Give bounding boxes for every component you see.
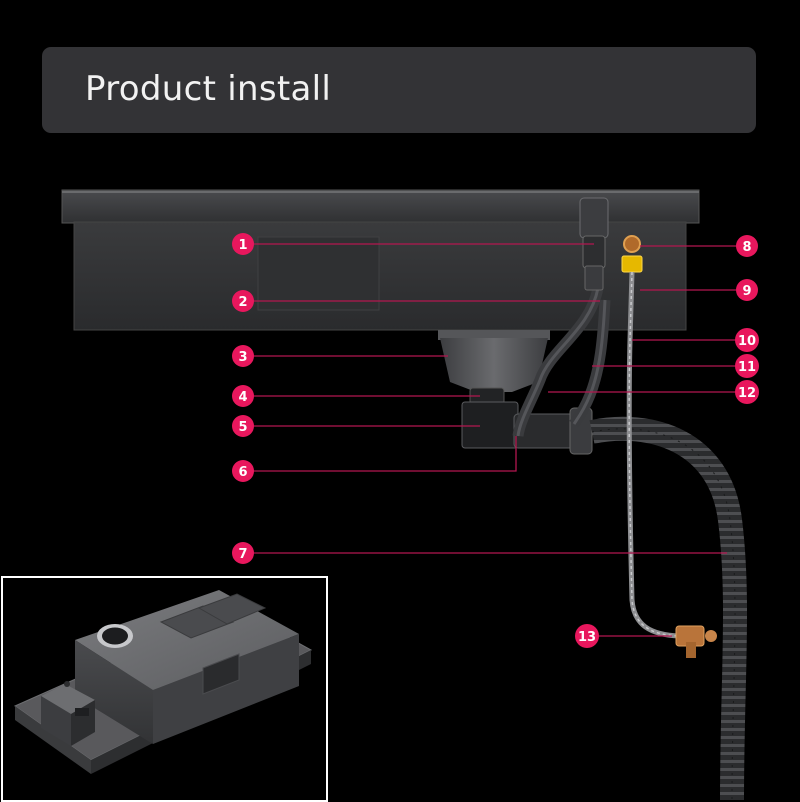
svg-text:4: 4 [238, 390, 247, 405]
callout-1: 1 [232, 233, 254, 255]
svg-text:2: 2 [238, 295, 247, 310]
svg-text:6: 6 [238, 465, 247, 480]
title-banner: Product install [42, 47, 756, 133]
corrugated-drain-hose [589, 416, 748, 800]
overflow-fitting [579, 197, 609, 239]
callout-3: 3 [232, 345, 254, 367]
inlet-nut [623, 235, 641, 253]
callout-6: 6 [232, 460, 254, 482]
callout-7: 7 [232, 542, 254, 564]
callout-12: 12 [735, 380, 759, 404]
sink-3d-render [13, 590, 313, 774]
svg-text:5: 5 [238, 420, 247, 435]
page-title: Product install [85, 69, 332, 109]
product-inset [1, 576, 328, 802]
drain-tee [461, 401, 519, 449]
callout-11: 11 [735, 354, 759, 378]
callout-2: 2 [232, 290, 254, 312]
leader-lines [253, 243, 737, 637]
callout-8: 8 [736, 235, 758, 257]
inlet-adapter [621, 255, 643, 273]
svg-text:13: 13 [578, 630, 596, 645]
svg-text:10: 10 [738, 334, 756, 349]
callout-5: 5 [232, 415, 254, 437]
callout-9: 9 [736, 279, 758, 301]
svg-text:11: 11 [738, 360, 756, 375]
svg-text:3: 3 [238, 350, 247, 365]
svg-text:1: 1 [238, 238, 247, 253]
svg-text:7: 7 [238, 547, 247, 562]
svg-text:9: 9 [742, 284, 751, 299]
drain-bowl [440, 338, 548, 392]
callout-4: 4 [232, 385, 254, 407]
drain-bowl-collar [438, 330, 550, 340]
basin-front-panel [257, 236, 380, 311]
callout-13: 13 [575, 624, 599, 648]
svg-text:8: 8 [742, 240, 751, 255]
callout-10: 10 [735, 328, 759, 352]
svg-text:12: 12 [738, 386, 756, 401]
